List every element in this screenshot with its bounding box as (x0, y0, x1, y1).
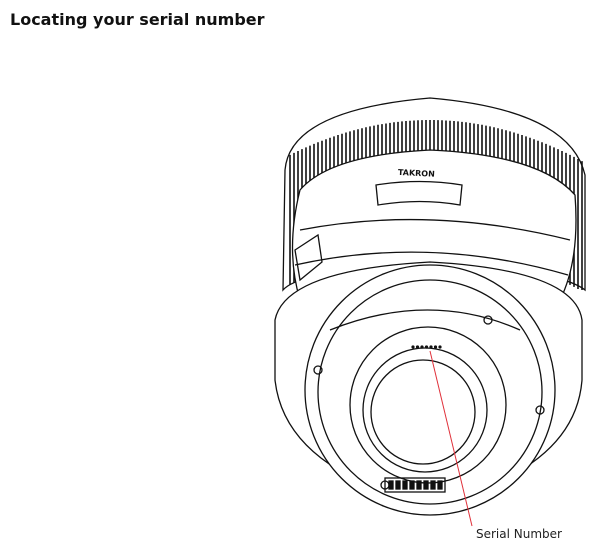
serial-digit (424, 345, 429, 349)
serial-digit (415, 345, 420, 349)
contact-pin (388, 480, 394, 490)
contact-pin (437, 480, 443, 490)
serial-number-label: Serial Number (476, 527, 562, 541)
contact-pin (430, 480, 436, 490)
contact-pin (409, 480, 415, 490)
serial-digit (411, 345, 415, 349)
contact-pin (416, 480, 422, 490)
contact-pin (402, 480, 408, 490)
contact-pin (423, 480, 429, 490)
serial-digit (429, 345, 433, 349)
serial-digit (420, 345, 424, 349)
contact-pin (395, 480, 401, 490)
serial-digit (433, 345, 438, 349)
serial-digit (438, 345, 442, 349)
brand-marking: TAKRON (398, 168, 435, 179)
page-title: Locating your serial number (10, 10, 265, 29)
serial-number-marking (411, 345, 442, 349)
lens-body: TAKRON (291, 149, 577, 301)
rear-mount (274, 261, 583, 516)
callout-line (429, 350, 473, 527)
